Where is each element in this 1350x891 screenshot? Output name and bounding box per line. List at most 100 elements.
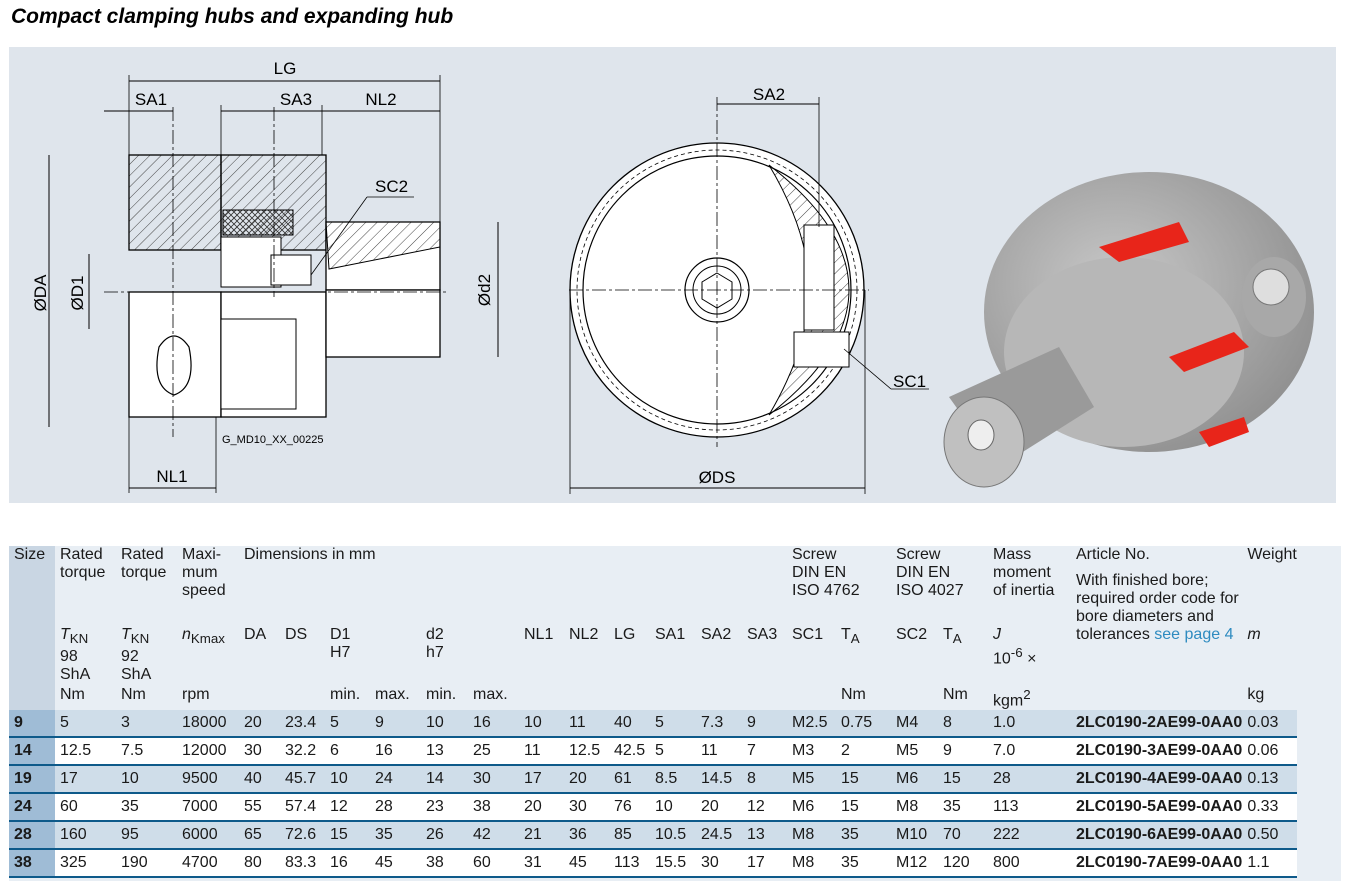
table-cell: 6000 [182,826,218,844]
page-title: Compact clamping hubs and expanding hub [11,5,454,28]
table-cell: 16 [375,742,393,760]
table-cell: 76 [614,798,632,816]
table-cell: 28 [375,798,393,816]
drawing-id: G_MD10_XX_00225 [222,434,324,446]
table-cell: 0.75 [841,714,873,732]
table-cell: 13 [747,826,765,844]
label-nl1: NL1 [156,467,187,486]
table-cell: 20 [569,770,587,788]
table-cell: 120 [943,854,970,872]
unit-kgm2: kgm2 [993,687,1031,710]
table-cell: 7 [747,742,756,760]
table-cell: 12.5 [60,742,92,760]
table-cell: 23 [426,798,444,816]
table-cell: 40 [244,770,262,788]
table-cell: 23.4 [285,714,317,732]
size-cell: 14 [9,737,55,766]
label-od2: Ød2 [475,274,494,306]
table-cell: 35 [841,854,859,872]
label-sa3: SA3 [280,90,312,109]
table-cell: M6 [792,798,815,816]
size-cell: 24 [9,793,55,822]
unit-d1-min: min. [330,686,361,703]
table-cell: 24.5 [701,826,733,844]
label-sc1: SC1 [893,372,926,391]
header-lg: LG [614,626,636,643]
table-cell: 325 [60,854,87,872]
table-cell: 83.3 [285,854,317,872]
table-cell: 35 [121,798,139,816]
header-sc2: SC2 [896,626,928,643]
table-cell: 18000 [182,714,227,732]
table-cell: M8 [792,826,815,844]
size-cell: 28 [9,821,55,850]
table-cell: 800 [993,854,1020,872]
coupling-3d-render [943,172,1314,488]
size-cell: 19 [9,765,55,794]
table-cell: 10 [330,770,348,788]
table-cell: 14.5 [701,770,733,788]
table-cell: 11 [569,714,586,732]
drawing-canvas: LG SA1 SA3 NL2 SC2 ØDA ØD1 Ød2 NL1 G_MD1… [31,59,1314,494]
table-cell: 9 [747,714,756,732]
table-cell: 8 [747,770,756,788]
table-cell: 45 [375,854,393,872]
table-cell: 0.06 [1247,742,1279,760]
table-cell: 42.5 [614,742,646,760]
article-number-cell: 2LC0190-7AE99-0AA0 [1076,854,1243,872]
table-cell: 5 [330,714,339,732]
table-cell: 1.1 [1247,854,1270,872]
table-cell: 26 [426,826,444,844]
table-cell: 160 [60,826,87,844]
table-cell: 7.0 [993,742,1016,760]
table-cell: 17 [524,770,542,788]
see-page-link[interactable]: see page 4 [1154,626,1234,643]
table-cell: 85 [614,826,632,844]
table-cell: 15 [841,798,859,816]
technical-drawing-panel: LG SA1 SA3 NL2 SC2 ØDA ØD1 Ød2 NL1 G_MD1… [9,47,1336,503]
table-cell: 31 [524,854,542,872]
label-ods: ØDS [699,468,736,487]
table-cell: 35 [943,798,961,816]
table-cell: 65 [244,826,262,844]
table-cell: 25 [473,742,491,760]
header-sc1: SC1 [792,626,824,643]
table-cell: 0.50 [1247,826,1279,844]
header-weight: Weight [1247,546,1297,563]
table-cell: 7.5 [121,742,144,760]
table-cell: 36 [569,826,587,844]
table-cell: 60 [473,854,491,872]
table-cell: 24 [375,770,393,788]
table-cell: 15 [330,826,348,844]
table-cell: 10 [655,798,673,816]
table-cell: 20 [524,798,542,816]
header-size: Size [9,546,55,711]
table-cell: M2.5 [792,714,828,732]
table-cell: 21 [524,826,542,844]
article-number-cell: 2LC0190-3AE99-0AA0 [1076,742,1243,760]
table-cell: 113 [614,854,640,872]
table-cell: 16 [330,854,348,872]
table-cell: 72.6 [285,826,317,844]
table-cell: 190 [121,854,148,872]
article-number-cell: 2LC0190-4AE99-0AA0 [1076,770,1243,788]
table-cell: M4 [896,714,919,732]
table-cell: 5 [655,742,664,760]
table-cell: 55 [244,798,262,816]
spec-table-background [9,546,1341,881]
size-cell: 38 [9,849,55,878]
article-number-cell: 2LC0190-5AE99-0AA0 [1076,798,1243,816]
table-cell: 7.3 [701,714,724,732]
table-cell: 57.4 [285,798,317,816]
table-cell: 222 [993,826,1020,844]
table-cell: M5 [896,742,919,760]
header-m: m [1247,626,1261,643]
